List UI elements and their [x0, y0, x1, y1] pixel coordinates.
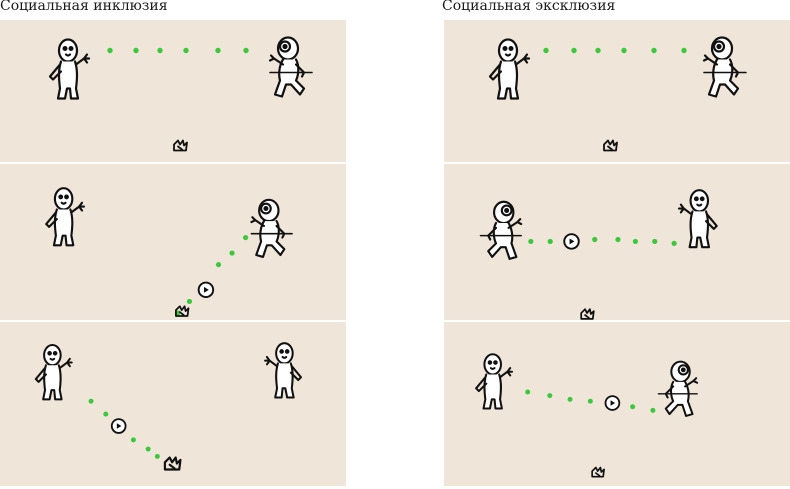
ball-icon: [197, 281, 215, 299]
inclusion-title: Социальная инклюзия: [0, 0, 168, 14]
ball-path: [175, 234, 249, 316]
ball-path: [88, 398, 160, 459]
exclusion-panel-1: [488, 36, 747, 152]
ball-icon: [604, 395, 621, 411]
hand-icon: [591, 466, 605, 478]
inclusion-panel-3: [34, 342, 302, 471]
panel-divider: [0, 162, 346, 164]
ball-icon: [563, 233, 580, 250]
hand-icon: [580, 308, 595, 320]
cartoon-figure-icon: [657, 360, 699, 417]
hand-icon: [173, 139, 188, 152]
cartoon-figure-icon: [677, 189, 718, 249]
cartoon-figure-icon: [479, 200, 523, 260]
hand-icon: [163, 456, 182, 471]
panel-divider: [0, 320, 346, 322]
inclusion-column: [0, 20, 346, 486]
ball-path: [107, 47, 249, 54]
exclusion-panel-3: [475, 353, 699, 478]
cartoon-figure-icon: [702, 36, 747, 98]
cartoon-figure-icon: [268, 36, 313, 98]
ball-path: [528, 236, 677, 246]
cartoon-figure-icon: [34, 344, 73, 401]
ball-path: [543, 47, 687, 54]
hand-icon: [603, 139, 618, 152]
cartoon-figure-icon: [250, 198, 293, 258]
hand-icon: [175, 305, 190, 317]
ball-path: [525, 389, 656, 413]
ball-icon: [110, 418, 127, 434]
panel-divider: [444, 162, 790, 164]
cartoon-figure-icon: [264, 342, 302, 399]
inclusion-panel-2: [45, 187, 293, 317]
exclusion-column: [444, 20, 790, 486]
inclusion-panel-1: [48, 36, 313, 152]
cartoon-figure-icon: [488, 38, 531, 100]
cartoon-figure-icon: [48, 38, 91, 100]
panel-divider: [444, 320, 790, 322]
cartoon-figure-icon: [475, 353, 514, 410]
cartoon-figure-icon: [45, 187, 86, 247]
exclusion-title: Социальная эксклюзия: [442, 0, 616, 14]
exclusion-panel-2: [479, 189, 718, 320]
